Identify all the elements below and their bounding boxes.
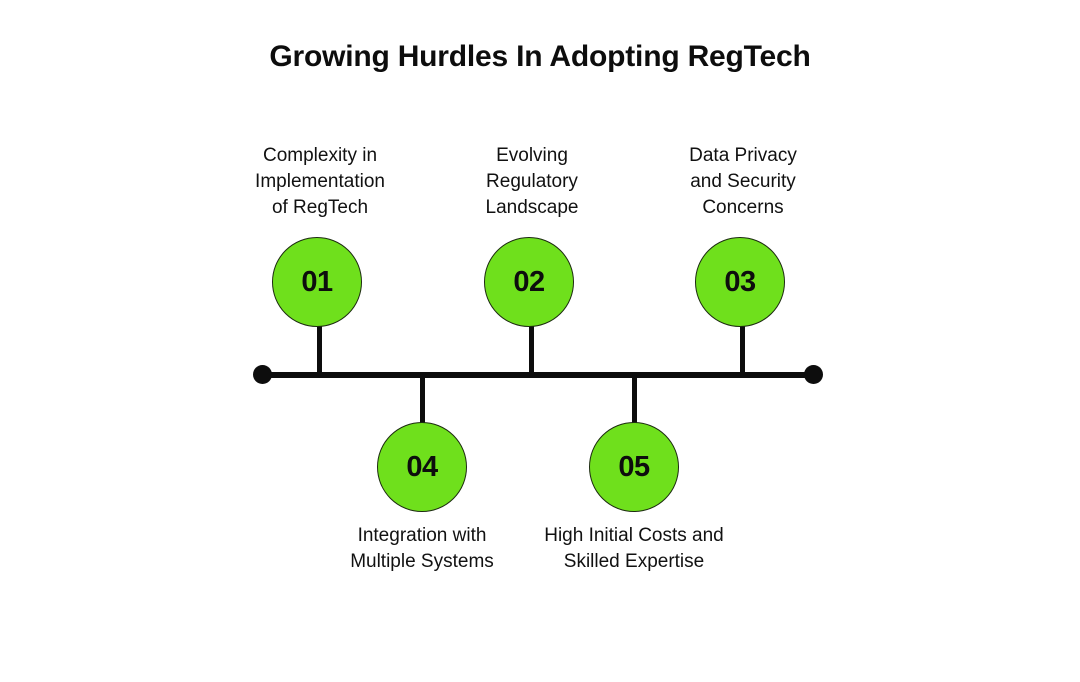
node-label-05: High Initial Costs and Skilled Expertise	[544, 525, 724, 572]
node-label-01: Complexity in Implementation of RegTech	[255, 145, 385, 218]
node-number-03: 03	[724, 265, 756, 298]
connector-node-01	[317, 322, 322, 376]
timeline-node-03[interactable]: 03	[695, 237, 785, 327]
node-number-02: 02	[513, 265, 545, 298]
connector-node-04	[420, 375, 425, 425]
timeline-node-01[interactable]: 01	[272, 237, 362, 327]
timeline-endpoint-right-dot	[804, 365, 823, 384]
timeline-endpoint-left-dot	[253, 365, 272, 384]
page-title: Growing Hurdles In Adopting RegTech	[269, 40, 811, 73]
node-number-05: 05	[618, 450, 650, 483]
connector-node-05	[632, 375, 637, 425]
connector-node-02	[529, 322, 534, 376]
node-number-04: 04	[406, 450, 438, 483]
node-label-04: Integration with Multiple Systems	[350, 525, 494, 572]
node-label-02: Evolving Regulatory Landscape	[485, 145, 579, 218]
timeline-node-05[interactable]: 05	[589, 422, 679, 512]
node-label-03: Data Privacy and Security Concerns	[689, 145, 797, 218]
connector-node-03	[740, 322, 745, 376]
timeline-node-02[interactable]: 02	[484, 237, 574, 327]
timeline-axis	[262, 372, 813, 378]
node-number-01: 01	[301, 265, 333, 298]
timeline-node-04[interactable]: 04	[377, 422, 467, 512]
